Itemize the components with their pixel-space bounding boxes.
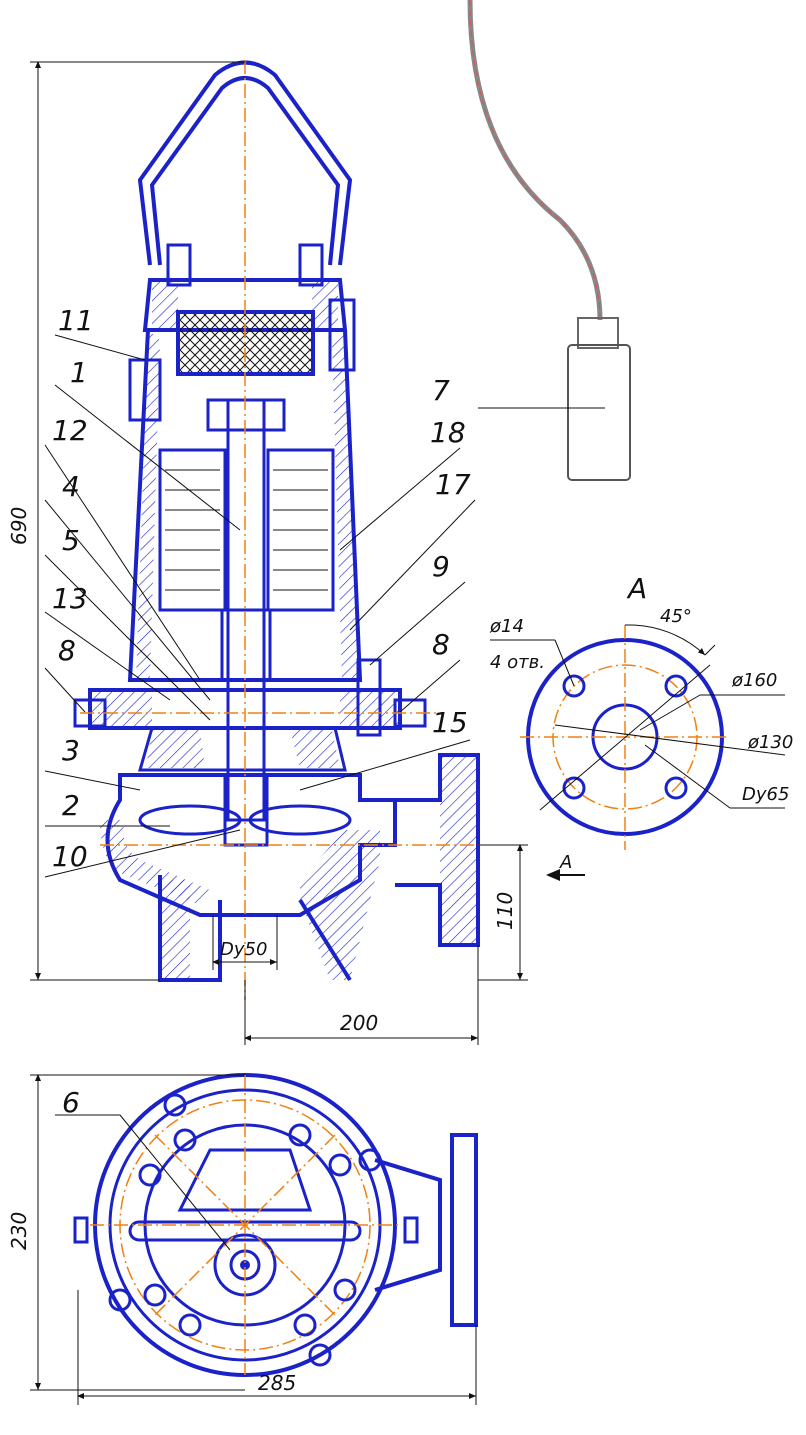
callout-15: 15	[432, 706, 468, 739]
dim-200: 200	[340, 1011, 378, 1035]
callout-11: 11	[58, 304, 94, 337]
plan-dimensions	[30, 1074, 477, 1405]
callout-18: 18	[430, 416, 466, 449]
float-switch	[467, 0, 631, 481]
callout-8-right: 8	[432, 628, 450, 661]
callout-1: 1	[70, 356, 88, 389]
callout-7: 7	[432, 374, 450, 407]
view-a-dy65: Dy65	[742, 784, 789, 805]
section-arrow-a: A	[546, 852, 585, 881]
dim-285: 285	[258, 1371, 296, 1395]
callout-10: 10	[52, 840, 88, 873]
dimensions	[30, 61, 528, 1045]
callout-leaders	[44, 334, 605, 878]
view-a: A 45° ø14 4 отв. ø160 ø130 Dy65	[489, 572, 793, 850]
view-a-angle: 45°	[660, 606, 692, 627]
view-a-title: A	[626, 572, 647, 605]
dim-dy50: Dy50	[220, 939, 267, 960]
callout-3: 3	[62, 734, 80, 767]
callout-17: 17	[435, 468, 471, 501]
callout-4: 4	[62, 470, 80, 503]
callout-8-left: 8	[58, 634, 76, 667]
callouts: 11 1 12 4 5 13 8 3 2 10 7 18 17 9 8 15 6	[52, 304, 471, 1119]
section-view	[73, 60, 480, 1000]
callout-9: 9	[432, 550, 450, 583]
dim-690: 690	[7, 507, 31, 545]
callout-6: 6	[62, 1086, 80, 1119]
callout-2: 2	[62, 789, 80, 822]
plan-view	[73, 1073, 478, 1377]
view-a-bore: ø130	[747, 732, 793, 753]
dim-230: 230	[7, 1212, 31, 1250]
arrow-a-label: A	[559, 852, 572, 873]
view-a-hole-count: 4 отв.	[490, 652, 545, 673]
view-a-pcd: ø160	[731, 670, 777, 691]
dim-110: 110	[493, 892, 517, 930]
view-a-hole-dia: ø14	[489, 616, 524, 637]
callout-12: 12	[52, 414, 88, 447]
callout-5: 5	[62, 524, 80, 557]
callout-13: 13	[52, 582, 88, 615]
